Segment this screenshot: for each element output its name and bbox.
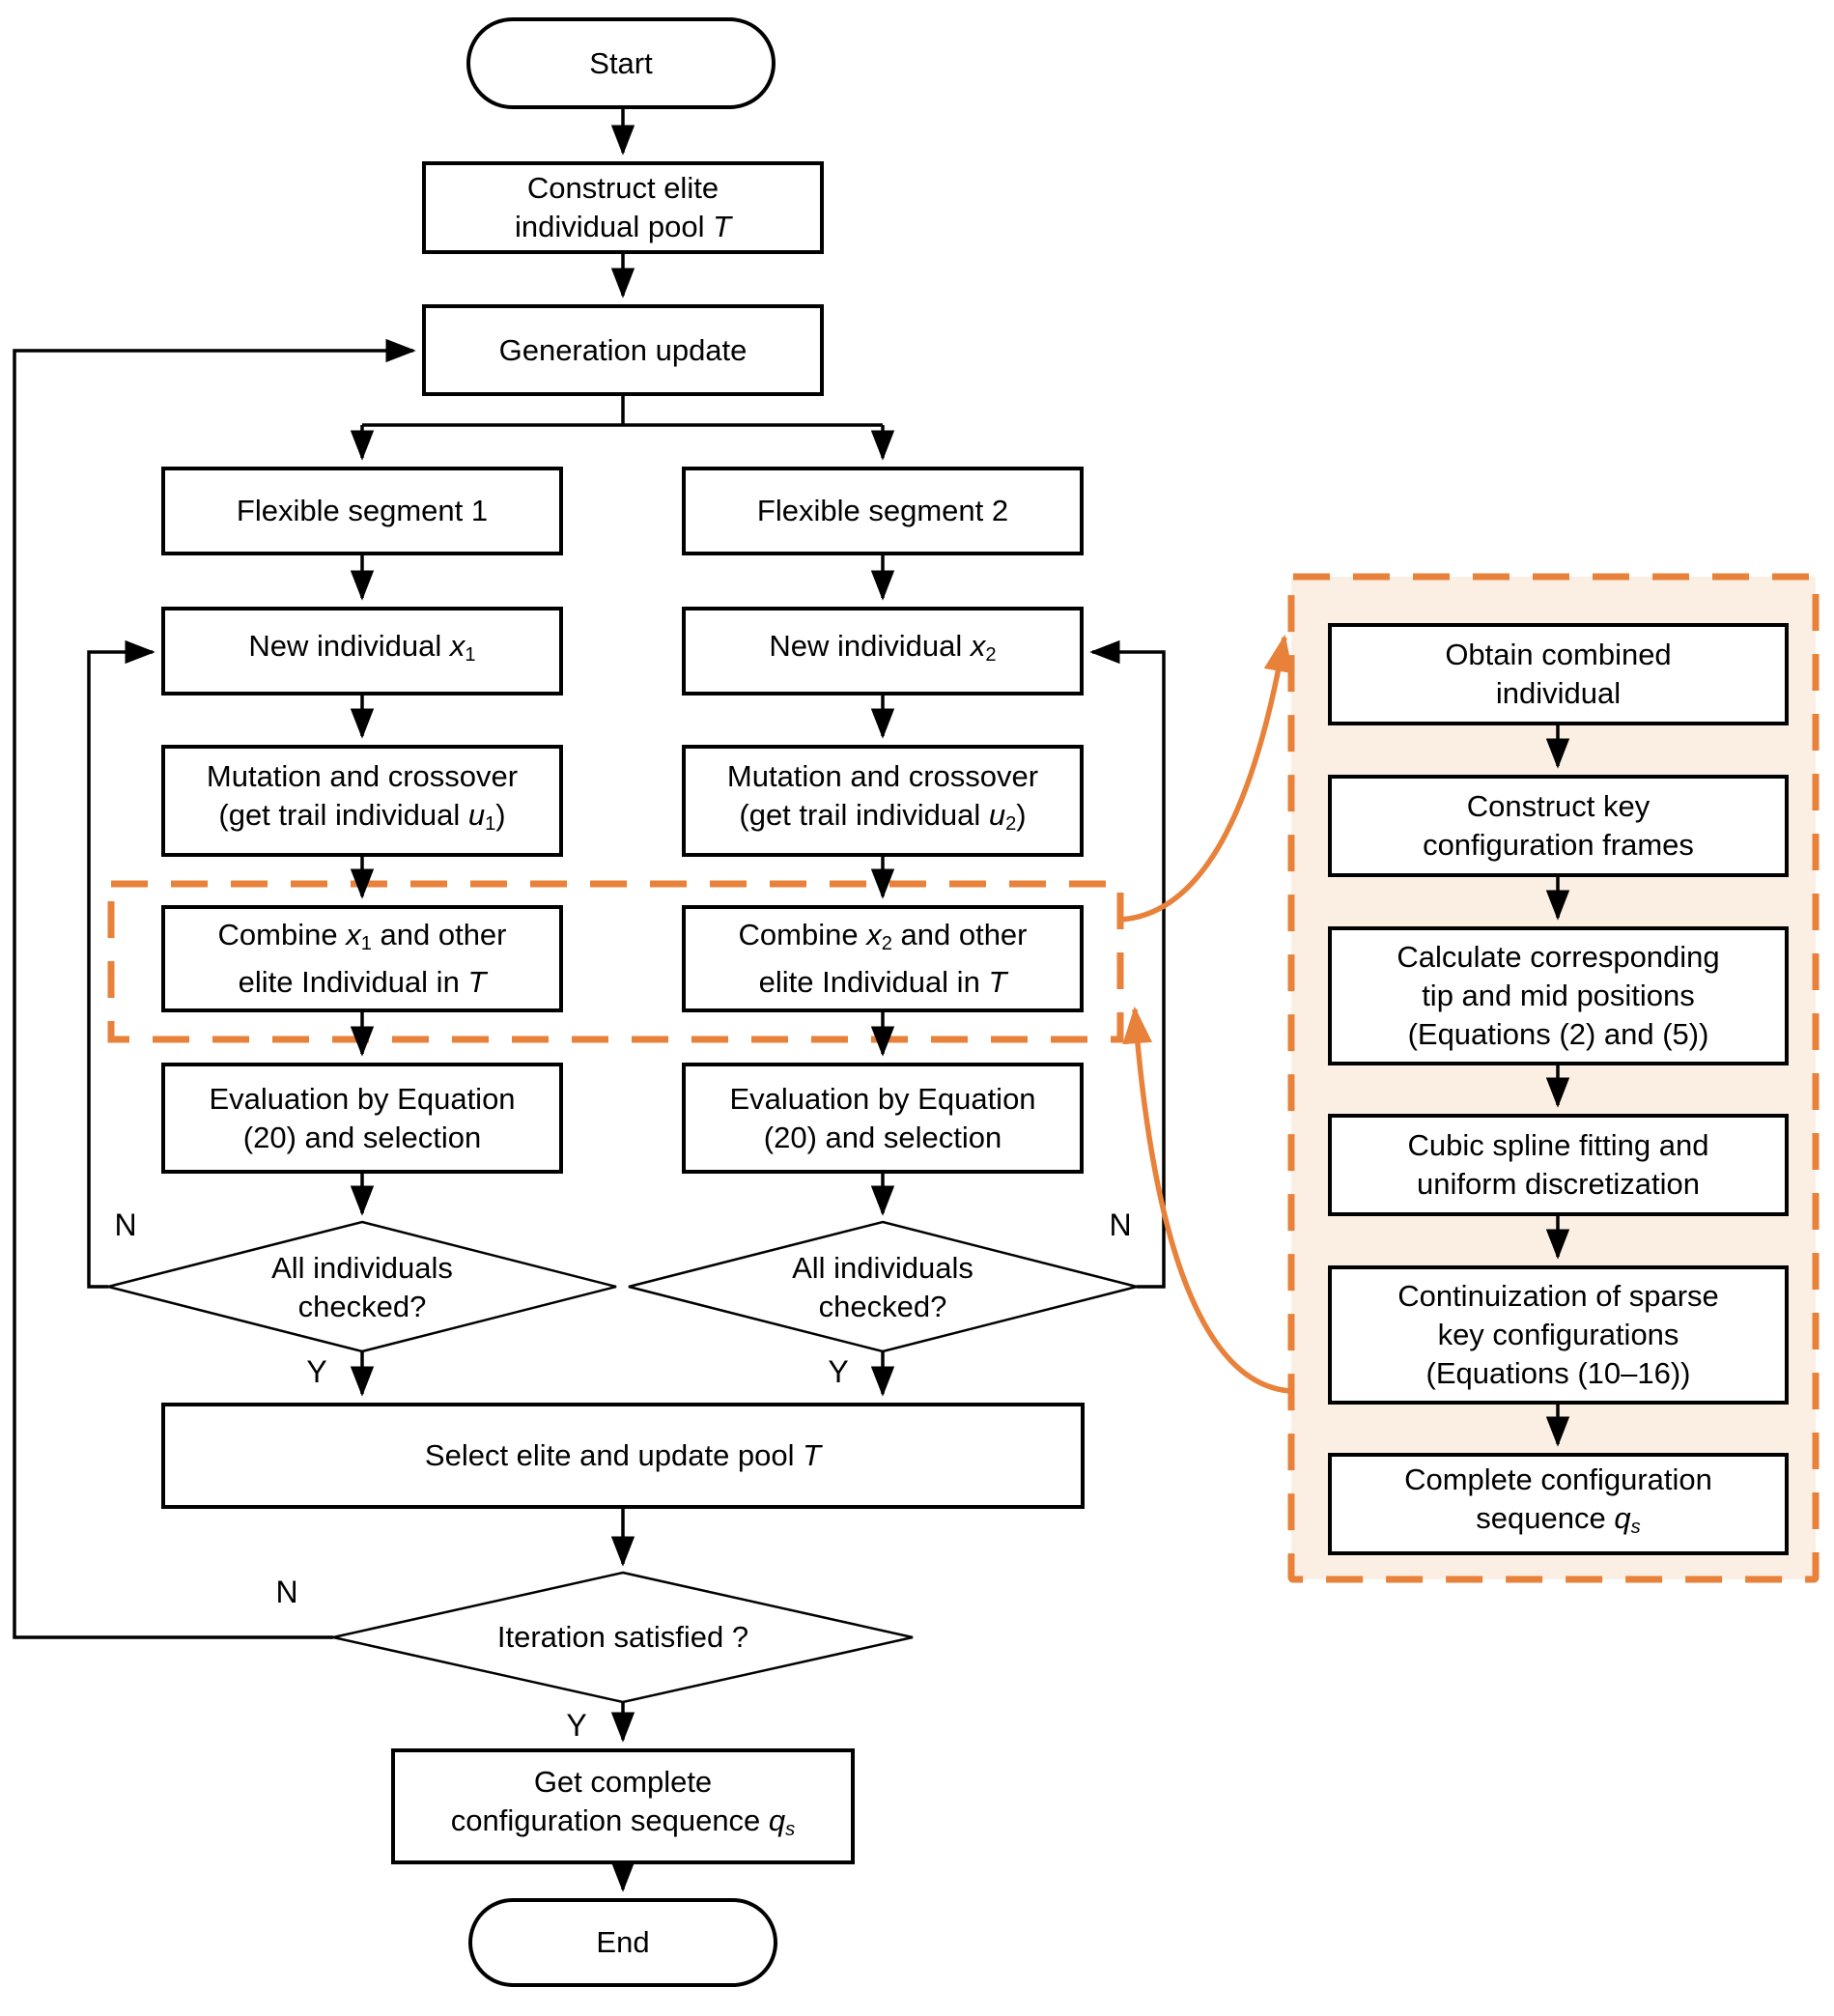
loop-iteration-not-satisfied	[13, 338, 416, 1639]
mutation-crossover-1-node: Mutation and crossover(get trail individ…	[161, 745, 563, 857]
yes-label-iteration: Y	[566, 1707, 587, 1743]
loop-branch2-not-checked	[1089, 639, 1166, 1289]
mutation-crossover-2-node: Mutation and crossover(get trail individ…	[682, 745, 1084, 857]
select-elite-node: Select elite and update pool T	[161, 1403, 1085, 1509]
flexible-segment-1-node: Flexible segment 1	[161, 467, 563, 555]
end-node: End	[468, 1898, 777, 1987]
iteration-check-text: Iteration satisfied ?	[496, 1620, 749, 1654]
diamond-check-branch2	[628, 1220, 1138, 1353]
evaluation-2-node: Evaluation by Equation(20) and selection	[682, 1063, 1084, 1174]
new-individual-1-node: New individual x1	[161, 607, 563, 696]
diamond-check-branch1	[107, 1220, 617, 1353]
evaluation-1-node: Evaluation by Equation(20) and selection	[161, 1063, 563, 1174]
flow-arrows	[350, 109, 895, 1892]
generation-update-node: Generation update	[422, 304, 824, 396]
combine-dashed-outline	[107, 880, 1124, 1043]
side-panel-outline	[1287, 573, 1820, 1583]
link-curve-from-panel	[1122, 1006, 1292, 1394]
link-curve-to-panel	[1119, 634, 1294, 923]
start-node: Start	[466, 17, 776, 109]
flexible-segment-2-node: Flexible segment 2	[682, 467, 1084, 555]
no-label-branch2: N	[1109, 1207, 1132, 1242]
diamond-iteration	[332, 1571, 914, 1704]
yes-label-branch2: Y	[828, 1353, 849, 1389]
yes-label-branch1: Y	[306, 1353, 327, 1389]
new-individual-2-node: New individual x2	[682, 607, 1084, 696]
no-label-iteration: N	[275, 1574, 298, 1609]
loop-branch1-not-checked	[87, 639, 155, 1289]
no-label-branch1: N	[114, 1207, 137, 1242]
